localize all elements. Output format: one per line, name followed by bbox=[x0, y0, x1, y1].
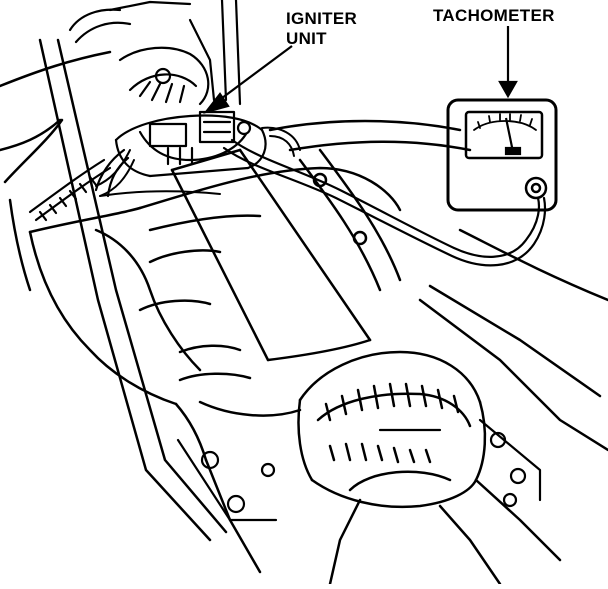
tachometer-label: TACHOMETER bbox=[433, 6, 555, 25]
distributor-cap bbox=[94, 110, 267, 198]
tachometer-test-lead bbox=[222, 138, 547, 267]
tachometer-scale bbox=[473, 113, 537, 131]
right-body-panels bbox=[268, 119, 608, 452]
igniter-lead-wires bbox=[95, 126, 301, 197]
cylinder-head-cover bbox=[28, 166, 402, 574]
mounting-bolts bbox=[176, 418, 542, 522]
igniter-label-line1: IGNITER bbox=[286, 9, 358, 28]
intake-plenum bbox=[170, 148, 402, 362]
igniter-unit-label: IGNITER UNIT bbox=[286, 9, 357, 49]
air-cleaner-housing bbox=[297, 350, 562, 586]
left-fender-outline bbox=[0, 38, 228, 542]
tachometer-body bbox=[446, 98, 558, 212]
igniter-leader-arrow bbox=[203, 45, 293, 114]
tachometer-terminal bbox=[524, 176, 548, 200]
tachometer-needle bbox=[504, 117, 522, 156]
igniter-label-line2: UNIT bbox=[286, 29, 327, 48]
radiator-fan bbox=[68, 0, 242, 106]
tachometer-leader-arrow bbox=[498, 26, 518, 99]
